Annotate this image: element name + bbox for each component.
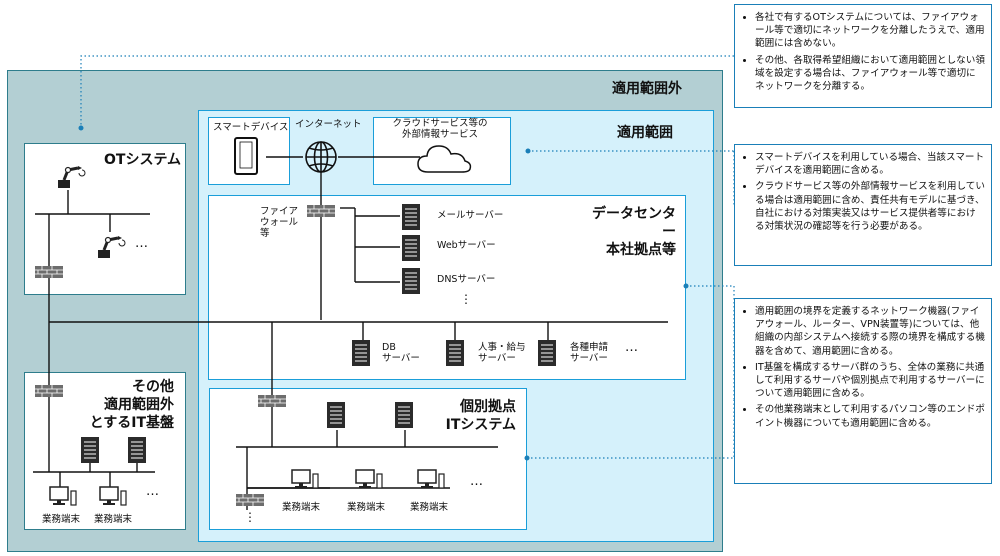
dns-server-label: DNSサーバー <box>437 274 496 285</box>
connector-dot <box>524 455 530 461</box>
globe-icon <box>305 141 337 173</box>
note-smart-2: クラウドサービス等の外部情報サービスを利用している場合は適用範囲に含め、責任共有… <box>755 180 985 233</box>
server-icon <box>445 339 465 367</box>
note-boundary-1: 適用範囲の境界を定義するネットワーク機器(ファイアウォール、ルーター、VPN装置… <box>755 305 985 358</box>
note-boundary-2: IT基盤を構成するサーバ群のうち、全体の業務に共通して利用するサーバや個別拠点で… <box>755 361 985 401</box>
server-icon <box>127 436 147 464</box>
robot-arm-icon <box>96 234 127 260</box>
connector-dot <box>78 125 84 131</box>
terminal-label: 業務端末 <box>94 514 133 525</box>
smart-device-label: スマートデバイス <box>213 122 289 133</box>
pc-icon <box>49 486 77 506</box>
web-server-label: Webサーバー <box>437 240 496 251</box>
connector-dot <box>525 148 531 154</box>
mail-server-label: メールサーバー <box>437 210 504 221</box>
branch-ellipsis: … <box>470 474 483 489</box>
ot-system-label: OTシステム <box>104 152 182 168</box>
other-base-label: その他 適用範囲外 とするIT基盤 <box>89 379 174 431</box>
note-boundary-3: その他業務端末として利用するパソコン等のエンドポイント機器についても適用範囲に含… <box>755 403 985 429</box>
firewall-icon <box>34 384 64 398</box>
db-server-label: DB サーバー <box>382 342 420 364</box>
note-boundary: 適用範囲の境界を定義するネットワーク機器(ファイアウォール、ルーター、VPN装置… <box>734 298 992 484</box>
firewall-label: ファイア ウォール 等 <box>260 206 299 239</box>
outside-scope-label: 適用範囲外 <box>612 81 682 97</box>
branch-box <box>209 388 527 530</box>
server-icon <box>326 401 346 429</box>
firewall-icon <box>235 493 265 507</box>
pc-icon <box>355 469 383 489</box>
firewall-icon <box>34 265 64 279</box>
firewall-icon <box>306 204 336 218</box>
pc-icon <box>417 469 445 489</box>
tablet-icon <box>234 137 258 175</box>
note-smart: スマートデバイスを利用している場合、当該スマートデバイスを適用範囲に含める。 ク… <box>734 144 992 266</box>
pc-icon <box>99 486 127 506</box>
terminal-label: 業務端末 <box>42 514 81 525</box>
datacenter-label: データセンター 本社拠点等 <box>592 206 676 258</box>
branch-label: 個別拠点 ITシステム <box>445 399 516 433</box>
server-icon <box>401 267 421 295</box>
dc-ellipsis: … <box>625 340 638 355</box>
internet-label: インターネット <box>295 119 362 130</box>
server-icon <box>351 339 371 367</box>
cloud-label: クラウドサービス等の 外部情報サービス <box>392 118 488 140</box>
hr-server-label: 人事・給与 サーバー <box>478 342 526 364</box>
server-icon <box>401 234 421 262</box>
connector-dot <box>683 283 689 289</box>
pc-icon <box>291 469 319 489</box>
robot-arm-icon <box>56 164 87 190</box>
cloud-icon <box>417 145 472 173</box>
other-ellipsis: … <box>146 484 159 499</box>
firewall-icon <box>257 394 287 408</box>
ot-ellipsis: … <box>135 236 148 251</box>
branch-vellipsis: ⋮ <box>244 510 256 524</box>
in-scope-label: 適用範囲 <box>617 125 673 141</box>
server-icon <box>537 339 557 367</box>
note-ot-1: 各社で有するOTシステムについては、ファイアウォール等で適切にネットワークを分離… <box>755 11 985 51</box>
server-icon <box>401 203 421 231</box>
dotted-connectors <box>80 55 735 459</box>
app-server-label: 各種申請 サーバー <box>570 342 609 364</box>
note-ot: 各社で有するOTシステムについては、ファイアウォール等で適切にネットワークを分離… <box>734 4 992 108</box>
server-vellipsis: ⋮ <box>460 292 472 306</box>
terminal-label: 業務端末 <box>410 502 449 513</box>
terminal-label: 業務端末 <box>347 502 386 513</box>
note-ot-2: その他、各取得希望組織において適用範囲としない領域を設定する場合は、ファイアウォ… <box>755 54 985 94</box>
terminal-label: 業務端末 <box>282 502 321 513</box>
note-smart-1: スマートデバイスを利用している場合、当該スマートデバイスを適用範囲に含める。 <box>755 151 985 177</box>
server-icon <box>394 401 414 429</box>
server-icon <box>80 436 100 464</box>
